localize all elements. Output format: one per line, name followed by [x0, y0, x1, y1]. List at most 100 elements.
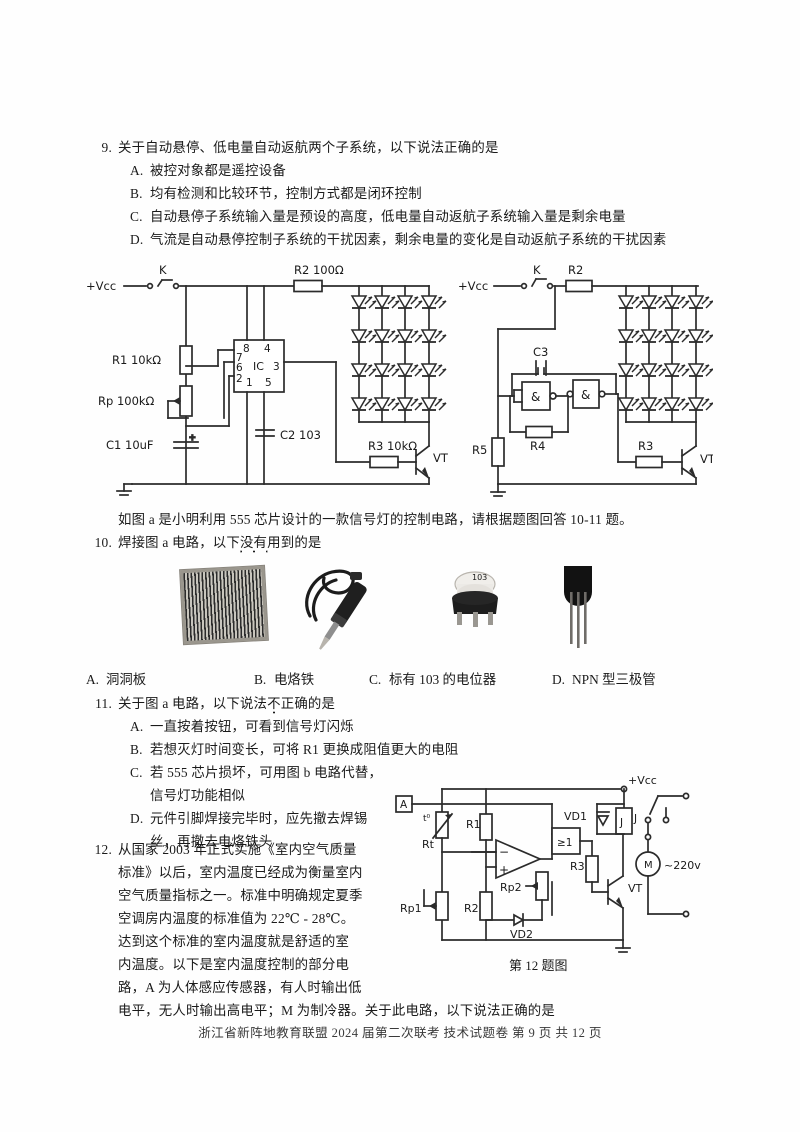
figa-pin8: 8	[243, 343, 250, 355]
figa-pin3: 3	[273, 361, 280, 373]
fig12-thermistor-symbol: t⁰	[423, 814, 431, 824]
question-9-option-b: B. 均有检测和比较环节，控制方式都是闭环控制	[86, 182, 666, 205]
option-text-cont: 丝，再撤去电烙铁头	[150, 834, 273, 849]
fig12-or-gate-label: ≥1	[557, 837, 572, 849]
question-9-stem-text: 关于自动悬停、低电量自动返航两个子系统，以下说法正确的是	[118, 140, 499, 155]
figa-vt-label: VT	[433, 451, 449, 465]
figb-gate2-label: &	[581, 388, 590, 402]
figure-b-svg: +Vcc K R2 C3 R4 R5 R3 VT & &	[458, 263, 716, 497]
question-11-stem-pre: 关于图 a 电路，以下说法	[118, 696, 268, 711]
figa-pin6: 6	[236, 362, 243, 374]
option-label: C.	[369, 672, 382, 687]
option-text: NPN 型三极管	[572, 672, 656, 687]
question-12-line-8: 电平，无人时输出高电平；M 为制冷器。关于此电路，以下说法正确的是	[86, 999, 555, 1022]
figb-vt-label: VT	[700, 452, 713, 466]
question-10-stem: 10.焊接图 a 电路，以下没有用到的是	[86, 531, 633, 554]
soldering-iron-photo	[298, 558, 388, 658]
question-11-option-d: D.元件引脚焊接完毕时，应先撤去焊锡	[86, 807, 459, 830]
figb-gate1-label: &	[531, 390, 540, 404]
question-12-text: 内温度。以下是室内温度控制的部分电	[118, 957, 350, 972]
question-10-leadin: 如图 a 是小明利用 555 芯片设计的一款信号灯的控制电路，请根据题图回答 1…	[118, 512, 633, 527]
figa-r1-label: R1 10kΩ	[112, 353, 161, 367]
option-label: B.	[254, 672, 267, 687]
question-10-stem-post: 用到的是	[267, 535, 322, 550]
figa-ic-label: IC	[253, 360, 264, 373]
figb-r2-label: R2	[568, 263, 583, 277]
fig12-vcc-label: +Vcc	[628, 774, 657, 787]
fig12-rp1-label: Rp1	[400, 902, 422, 915]
figb-r3-label: R3	[638, 439, 653, 453]
figa-rp-label: Rp 100kΩ	[98, 394, 155, 408]
option-text: 电烙铁	[274, 672, 315, 687]
question-11-stem: 11.关于图 a 电路，以下说法不正确的是	[86, 692, 459, 715]
option-text: 均有检测和比较环节，控制方式都是闭环控制	[150, 186, 422, 201]
question-12-text: 从国家 2003 年正式实施《室内空气质量	[118, 842, 357, 857]
option-label: C.	[130, 209, 143, 224]
option-label: B.	[130, 186, 143, 201]
fig12-motor-label: M	[644, 860, 653, 871]
fig12-vd2-label: VD2	[510, 928, 533, 941]
figure-a-555-circuit: +	[84, 262, 454, 507]
question-10-option-b: B. 电烙铁	[254, 668, 314, 688]
question-11-option-b: B.若想灭灯时间变长，可将 R1 更换成阻值更大的电阻	[86, 738, 459, 761]
figa-pin1: 1	[246, 377, 253, 389]
question-12-text: 标准》以后，室内温度已经成为衡量室内	[118, 865, 363, 880]
fig12-rp2-label: Rp2	[500, 881, 522, 894]
figa-r3-label: R3 10kΩ	[368, 439, 417, 453]
figb-switch-label: K	[533, 263, 541, 277]
option-label: A.	[86, 672, 100, 687]
figb-r4-label: R4	[530, 439, 545, 453]
option-label: D.	[130, 811, 144, 826]
svg-text:103: 103	[472, 573, 487, 582]
potentiometer-photo: 103	[440, 562, 510, 652]
question-12-line-7: 路，A 为人体感应传感器，有人时输出低	[86, 976, 555, 999]
question-10-number: 10.	[94, 535, 112, 550]
question-10-option-d: D.NPN 型三极管	[552, 668, 656, 688]
figure-a-svg: +	[86, 263, 449, 496]
question-12-text: 空调房内温度的标准值为 22℃ - 28℃。	[118, 911, 355, 926]
question-11-stem-post: 正确的是	[280, 696, 336, 711]
question-9-stem: 9.关于自动悬停、低电量自动返航两个子系统，以下说法正确的是	[86, 136, 666, 159]
fig12-thermistor-label: Rt	[422, 838, 435, 851]
figa-pin2: 2	[236, 373, 243, 385]
question-12: 12.从国家 2003 年正式实施《室内空气质量 标准》以后，室内温度已经成为衡…	[86, 838, 555, 1022]
question-12-text: 路，A 为人体感应传感器，有人时输出低	[118, 980, 362, 995]
option-text: 气流是自动悬停控制子系统的干扰因素，剩余电量的变化是自动返航子系统的干扰因素	[150, 232, 667, 247]
question-10-option-c: C. 标有 103 的电位器	[369, 668, 496, 688]
question-9-option-d: D. 气流是自动悬停控制子系统的干扰因素，剩余电量的变化是自动返航子系统的干扰因素	[86, 228, 666, 251]
question-12-line-3: 空气质量指标之一。标准中明确规定夏季	[86, 884, 555, 907]
option-text-cont: 信号灯功能相似	[150, 788, 246, 803]
question-12-text: 电平，无人时输出高电平；M 为制冷器。关于此电路，以下说法正确的是	[118, 1003, 555, 1018]
fig12-opamp-minus: −	[499, 845, 509, 859]
question-10-leadin-block: 如图 a 是小明利用 555 芯片设计的一款信号灯的控制电路，请根据题图回答 1…	[86, 508, 633, 554]
question-9-option-a: A.被控对象都是遥控设备	[86, 159, 666, 182]
question-10-stem-pre: 焊接图 a 电路，以下	[118, 535, 240, 550]
option-label: A.	[130, 719, 144, 734]
question-10-option-a: A.洞洞板	[86, 668, 146, 688]
fig12-vd1-label: VD1	[564, 810, 587, 823]
fig12-relay-coil-label: J	[619, 817, 623, 829]
fig12-vt-label: VT	[628, 882, 643, 895]
option-label: A.	[130, 163, 144, 178]
fig12-sensor-label: A	[400, 799, 408, 811]
question-11-number: 11.	[95, 696, 112, 711]
fig12-mains-label: ~220v	[664, 859, 701, 872]
option-text: 标有 103 的电位器	[389, 672, 497, 687]
figa-c1-label: C1 10uF	[106, 438, 154, 452]
figb-vcc-label: +Vcc	[458, 279, 488, 293]
question-11-option-c-cont: 信号灯功能相似	[86, 784, 459, 807]
figb-c3-label: C3	[533, 345, 548, 359]
question-12-text: 达到这个标准的室内温度就是舒适的室	[118, 934, 350, 949]
question-11-option-a: A.一直按着按钮，可看到信号灯闪烁	[86, 715, 459, 738]
figa-pin5: 5	[265, 377, 272, 389]
option-label: D.	[130, 232, 144, 247]
figa-c2-label: C2 103	[280, 428, 321, 442]
figa-pin4: 4	[264, 343, 271, 355]
figa-vcc-label: +Vcc	[86, 279, 116, 293]
option-label: B.	[130, 742, 143, 757]
question-12-line-2: 标准》以后，室内温度已经成为衡量室内	[86, 861, 555, 884]
figa-switch-label: K	[159, 263, 167, 277]
fig12-relay-contact-label: J	[633, 813, 637, 825]
fig12-r3-label: R3	[570, 860, 585, 873]
npn-transistor-photo	[548, 560, 608, 652]
